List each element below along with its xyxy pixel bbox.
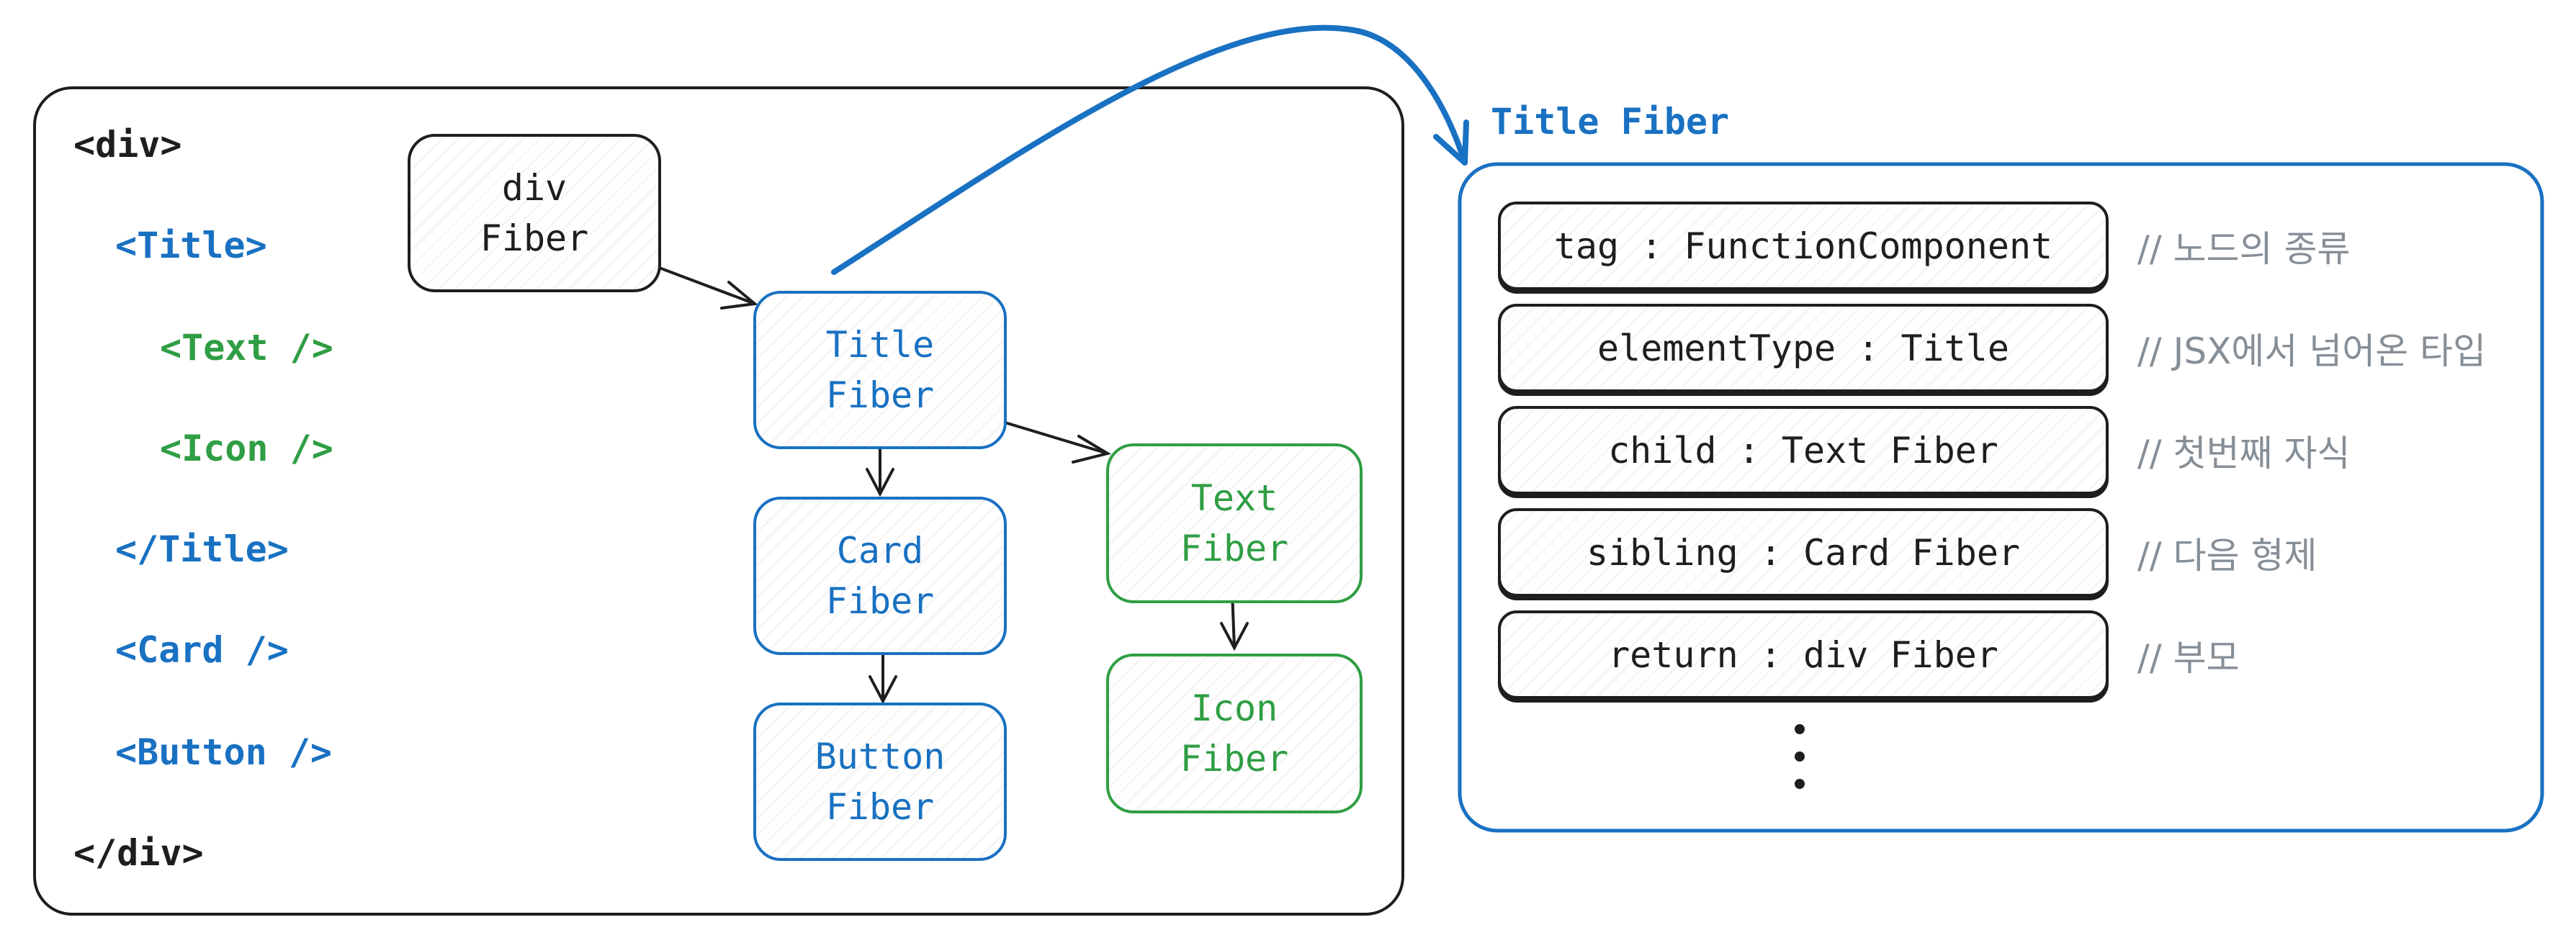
arrow-title-to-detail-head (1433, 119, 1469, 166)
fiber-node-text: Text Fiber (1106, 443, 1363, 603)
arrow-text-to-icon-head (1220, 622, 1249, 651)
arrow-card-to-button-head (869, 675, 897, 705)
code-panel-frame (33, 86, 1404, 916)
ellipsis-dot (1795, 779, 1805, 789)
comment-tag: // 노드의 종류 (2137, 227, 2351, 270)
fiber-node-title-line2: Fiber (825, 374, 935, 416)
fiber-node-button-line2: Fiber (825, 786, 935, 828)
fiber-node-button-line1: Button (814, 736, 946, 777)
field-child: child : Text Fiber (1498, 406, 2109, 495)
code-line-text: <Text /> (160, 327, 333, 369)
ellipsis-dot (1795, 751, 1805, 762)
code-line-div-open: <div> (73, 124, 182, 166)
fiber-node-text-line1: Text (1190, 477, 1278, 519)
detail-panel-frame (1458, 162, 2544, 833)
code-line-div-close: </div> (73, 832, 204, 874)
fiber-node-text-line2: Fiber (1180, 528, 1289, 569)
arrow-title-to-detail (831, 24, 1468, 275)
code-line-card: <Card /> (115, 629, 289, 671)
fiber-node-title: Title Fiber (753, 291, 1007, 449)
fiber-node-card: Card Fiber (753, 497, 1007, 655)
more-fields-ellipsis (1785, 720, 1813, 799)
fiber-node-icon: Icon Fiber (1106, 654, 1363, 813)
arrow-title-to-card-head (866, 468, 894, 497)
field-sibling: sibling : Card Fiber (1498, 508, 2109, 597)
fiber-node-title-line1: Title (825, 324, 935, 366)
fiber-node-div-line1: div (501, 167, 567, 209)
field-tag: tag : FunctionComponent (1498, 202, 2109, 290)
fiber-node-button: Button Fiber (753, 703, 1007, 861)
fiber-node-icon-line2: Fiber (1180, 738, 1289, 780)
arrow-title-to-text-head (1072, 435, 1112, 464)
comment-return: // 부모 (2137, 636, 2240, 679)
fiber-node-card-line2: Fiber (825, 580, 935, 622)
fiber-node-div-line2: Fiber (480, 217, 589, 259)
code-line-button: <Button /> (115, 731, 333, 773)
code-line-title-close: </Title> (115, 528, 289, 570)
ellipsis-dot (1795, 724, 1805, 734)
field-element-type: elementType : Title (1498, 304, 2109, 392)
comment-child: // 첫번째 자식 (2137, 432, 2351, 474)
comment-sibling: // 다음 형제 (2137, 534, 2317, 577)
detail-panel-title: Title Fiber (1491, 101, 1730, 143)
code-line-icon: <Icon /> (160, 428, 333, 469)
field-return: return : div Fiber (1498, 610, 2109, 699)
code-line-title-open: <Title> (115, 225, 267, 266)
fiber-node-icon-line1: Icon (1190, 687, 1278, 729)
comment-element-type: // JSX에서 넘어온 타입 (2137, 330, 2487, 372)
arrow-div-to-title-head (720, 281, 758, 310)
fiber-node-div: div Fiber (408, 134, 661, 292)
fiber-node-card-line1: Card (836, 530, 924, 572)
